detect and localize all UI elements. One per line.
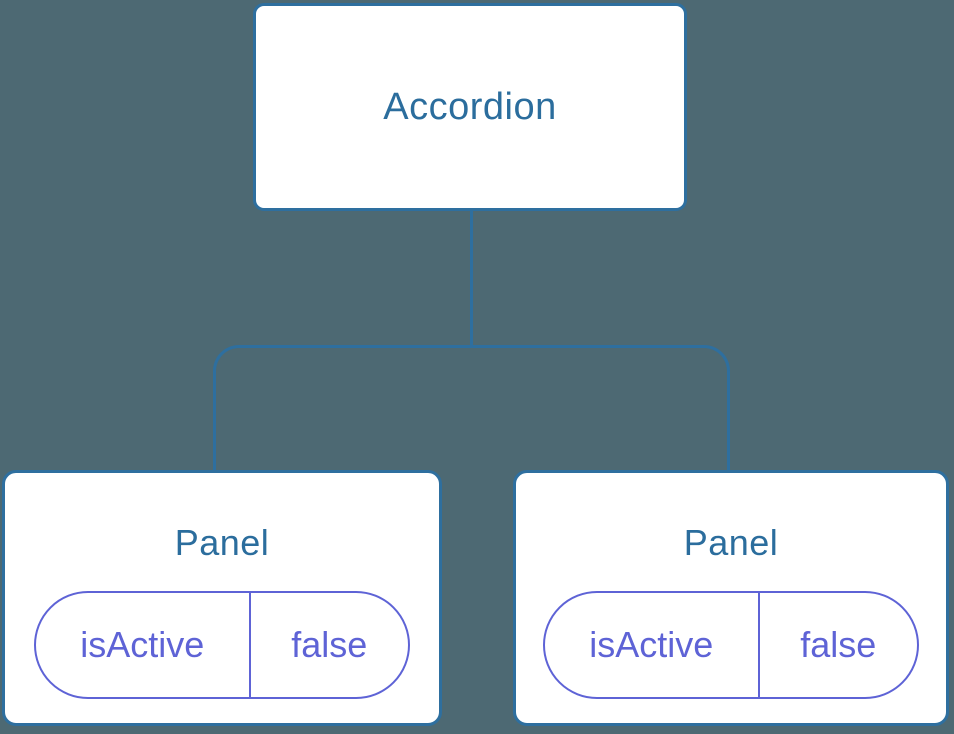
tree-node-accordion: Accordion [253,3,687,211]
state-value-label: false [248,593,408,697]
state-pill: isActive false [34,591,410,699]
state-name-label: isActive [589,624,714,665]
tree-node-panel-2: Panel isActive false [513,470,949,726]
state-value-label: false [757,593,917,697]
accordion-node-label: Accordion [383,85,557,128]
panel-node-label: Panel [683,522,779,563]
state-name-label: isActive [80,624,205,665]
connector-bracket [213,345,730,470]
state-pill: isActive false [543,591,919,699]
panel-node-label: Panel [174,522,270,563]
connector-stem [470,211,473,347]
tree-node-panel-1: Panel isActive false [2,470,442,726]
